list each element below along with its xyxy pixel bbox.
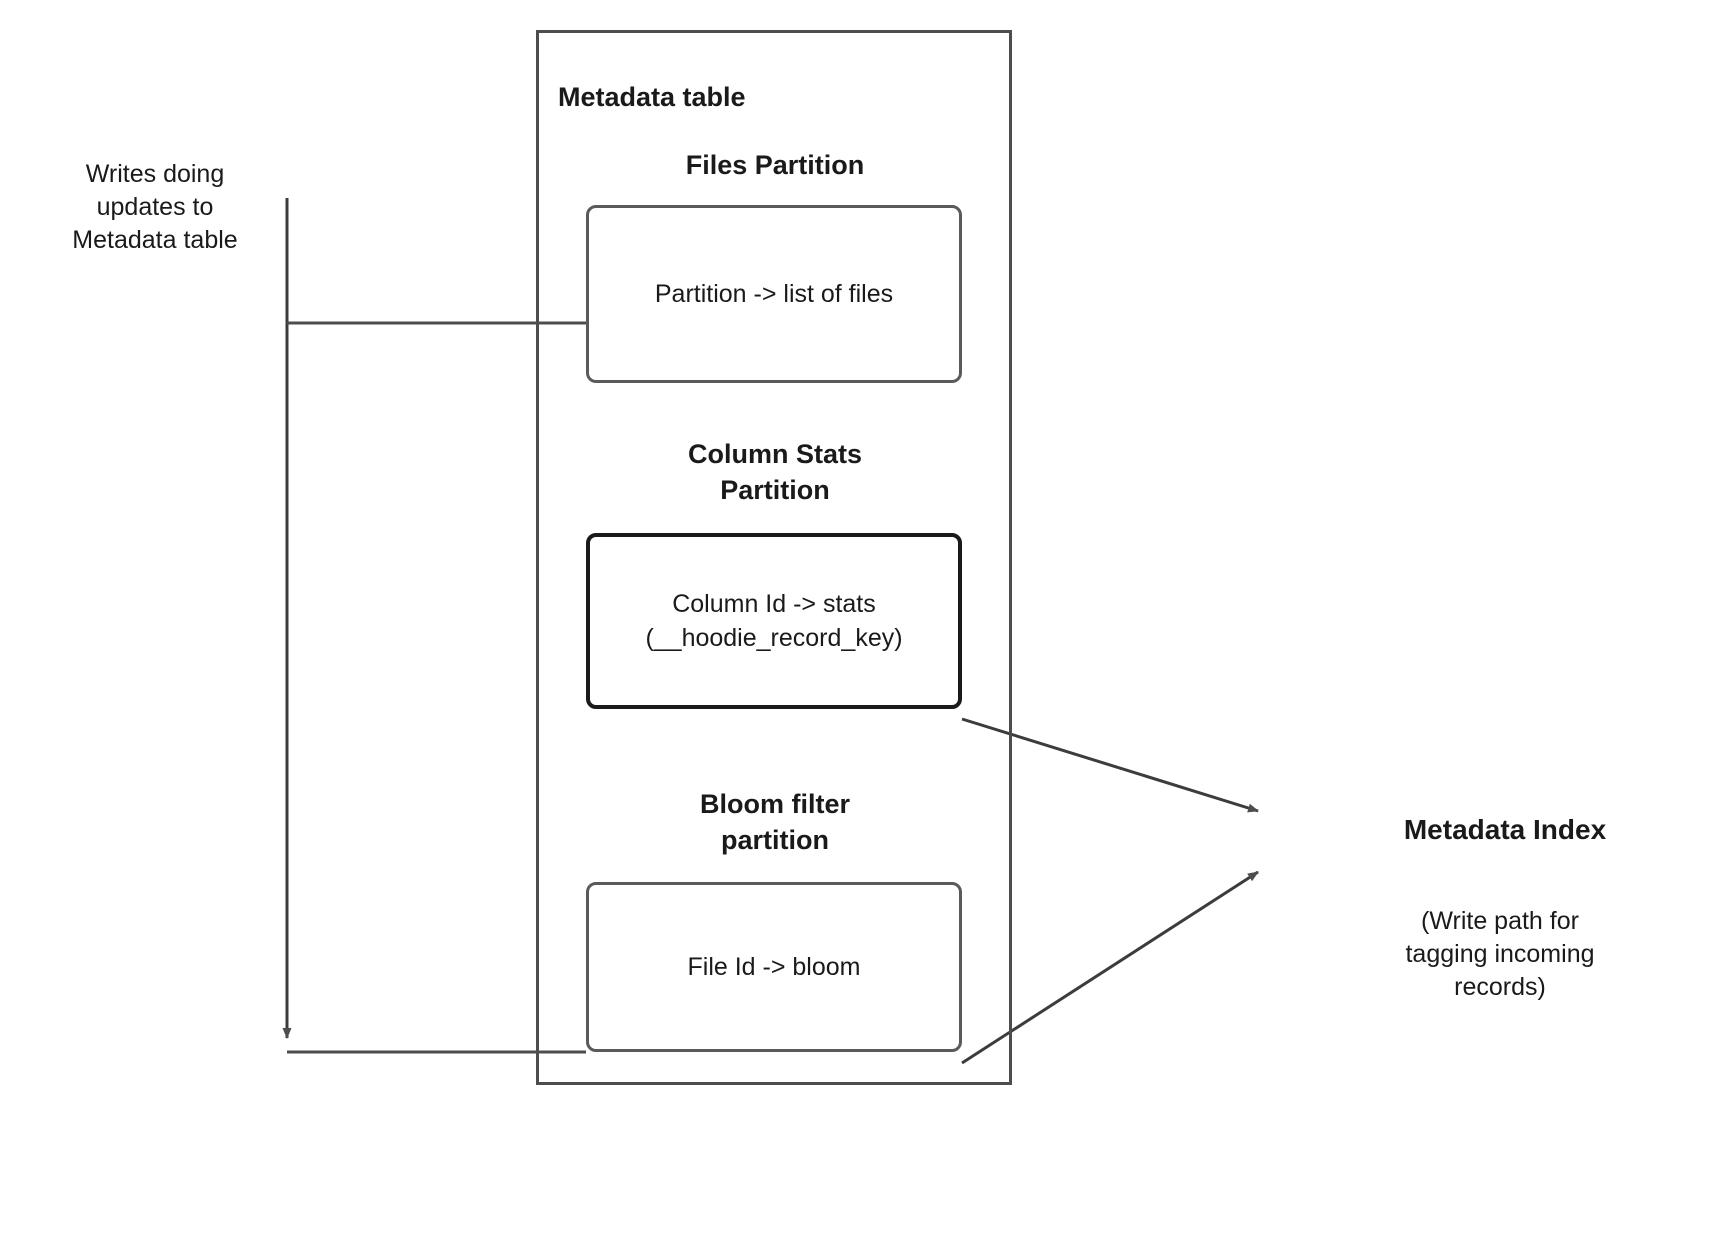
metadata-table-title: Metadata table <box>558 82 746 112</box>
files-partition-heading: Files Partition <box>685 150 865 180</box>
column-stats-partition-heading: Column Stats Partition <box>687 439 862 505</box>
writes-updates-label: Writes doing updates to Metadata table <box>72 160 238 254</box>
metadata-table-container <box>536 30 1012 1085</box>
files-partition-box: Partition -> list of files <box>586 205 962 383</box>
bloom-filter-partition-box: File Id -> bloom <box>586 882 962 1052</box>
bloom-filter-partition-heading: Bloom filter partition <box>699 789 850 855</box>
column-stats-partition-box: Column Id -> stats (__hoodie_record_key) <box>586 533 962 709</box>
bloom-filter-partition-box-label: File Id -> bloom <box>687 952 861 981</box>
column-stats-partition-box-label: Column Id -> stats (__hoodie_record_key) <box>645 589 903 653</box>
metadata-index-title: Metadata Index <box>1403 814 1607 845</box>
files-partition-box-label: Partition -> list of files <box>654 279 894 308</box>
metadata-index-caption: (Write path for tagging incoming records… <box>1405 907 1595 1001</box>
